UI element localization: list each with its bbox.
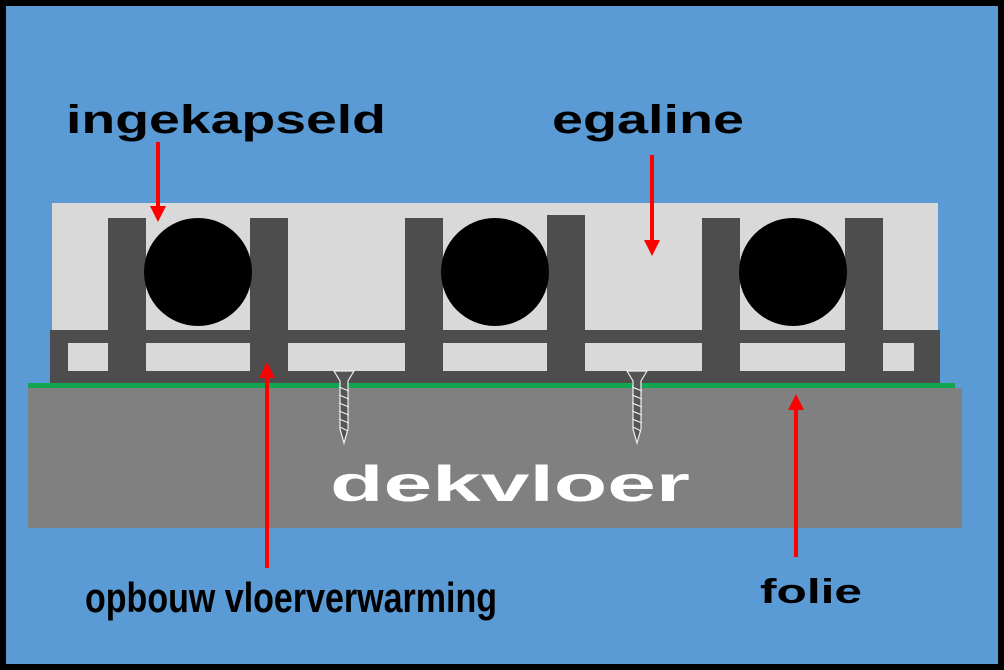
label-heating-system: opbouw vloerverwarming (85, 574, 497, 621)
foil-layer (28, 383, 955, 388)
heating-pipe (739, 218, 847, 326)
rail-slots (68, 343, 914, 371)
label-egaline: egaline (552, 98, 744, 142)
heating-pipe (144, 218, 252, 326)
heating-pipe (441, 218, 549, 326)
label-encapsulated: ingekapseld (66, 98, 386, 142)
label-foil: folie (760, 573, 862, 611)
screed-floor (28, 388, 962, 528)
label-floor: dekvloer (330, 456, 690, 512)
